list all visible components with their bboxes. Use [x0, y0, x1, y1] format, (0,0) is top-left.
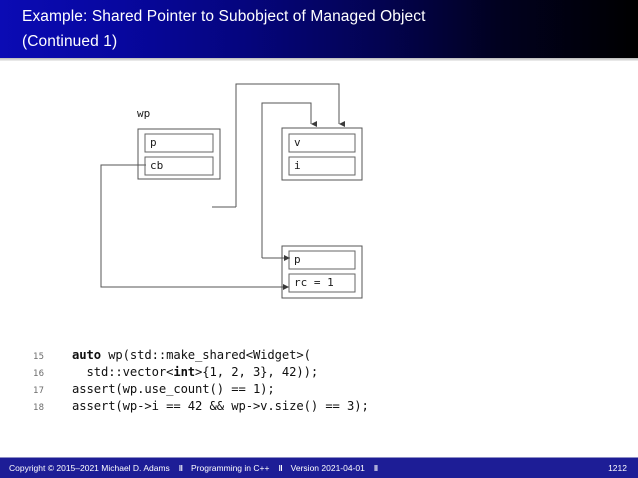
code-line: 17 assert(wp.use_count() == 1);: [0, 382, 638, 399]
code-line-text: assert(wp.use_count() == 1);: [48, 382, 275, 396]
footer-separator-1: ‖: [178, 463, 183, 473]
code-line-text: assert(wp->i == 42 && wp->v.size() == 3)…: [48, 399, 369, 413]
code-keyword: auto: [72, 348, 101, 362]
connector-wp-cb-to-control-block: [100, 164, 289, 290]
code-line-text: std::vector<int>{1, 2, 3}, 42));: [48, 365, 318, 379]
wp-field-p-box: [144, 133, 214, 153]
footer-page-number: 1212: [608, 463, 627, 473]
control-block-field-rc-label: rc = 1: [294, 276, 334, 289]
code-span: wp(std::make_shared<Widget>(: [100, 348, 311, 362]
widget-outer-box: [281, 127, 363, 181]
control-block-outer-box: [281, 245, 363, 299]
footer-top-rule: [0, 457, 638, 458]
code-line: 15 auto wp(std::make_shared<Widget>(: [0, 348, 638, 365]
code-line-number: 15: [33, 352, 44, 362]
connector-cb-block-to-widget: [261, 102, 317, 258]
connector-wp-p-to-widget: [235, 83, 345, 207]
page-title-line-2: (Continued 1): [22, 33, 118, 50]
wp-field-cb-box: [144, 156, 214, 176]
slide-header: Example: Shared Pointer to Subobject of …: [0, 0, 638, 58]
code-span: std::vector<: [72, 365, 174, 379]
connector-lines: [100, 83, 345, 290]
pointer-diagram: wp p cb v i p rc = 1: [0, 62, 638, 340]
footer-separator-2: ‖: [278, 463, 282, 473]
footer-separator-3: ‖: [373, 463, 378, 473]
widget-field-v-box: [288, 133, 356, 153]
diagram-canvas: [100, 83, 363, 299]
control-block-field-rc-box: [288, 273, 356, 293]
footer-info: Copyright © 2015–2021 Michael D. Adams ‖…: [9, 463, 386, 473]
code-span: assert(wp.use_count() == 1);: [72, 382, 275, 396]
wp-field-p-label: p: [150, 136, 157, 149]
wp-label: wp: [137, 107, 151, 120]
code-line-number: 16: [33, 369, 44, 379]
code-line: 18 assert(wp->i == 42 && wp->v.size() == …: [0, 399, 638, 416]
code-keyword: int: [173, 365, 196, 379]
code-span: >{1, 2, 3}, 42));: [195, 365, 319, 379]
widget-field-i-label: i: [294, 159, 301, 172]
footer-version: Version 2021-04-01: [290, 463, 365, 473]
page-title-line-1: Example: Shared Pointer to Subobject of …: [22, 8, 426, 25]
wp-outer-box: [137, 128, 221, 180]
code-span: assert(wp->i == 42 && wp->v.size() == 3)…: [72, 399, 369, 413]
connector-p-to-widget-top: [212, 143, 236, 207]
code-line-number: 18: [33, 403, 44, 413]
code-line-number: 17: [33, 386, 44, 396]
code-line: 16 std::vector<int>{1, 2, 3}, 42));: [0, 365, 638, 382]
footer-course: Programming in C++: [191, 463, 270, 473]
control-block-field-p-label: p: [294, 253, 301, 266]
wp-field-cb-label: cb: [150, 159, 164, 172]
widget-field-v-label: v: [294, 136, 301, 149]
code-listing: 15 auto wp(std::make_shared<Widget>(16 st…: [0, 348, 638, 416]
footer-copyright: Copyright © 2015–2021 Michael D. Adams: [9, 463, 170, 473]
control-block-field-p-box: [288, 250, 356, 270]
slide-footer: Copyright © 2015–2021 Michael D. Adams ‖…: [0, 457, 638, 478]
widget-field-i-box: [288, 156, 356, 176]
header-divider: [0, 58, 638, 61]
code-line-text: auto wp(std::make_shared<Widget>(: [48, 348, 311, 362]
